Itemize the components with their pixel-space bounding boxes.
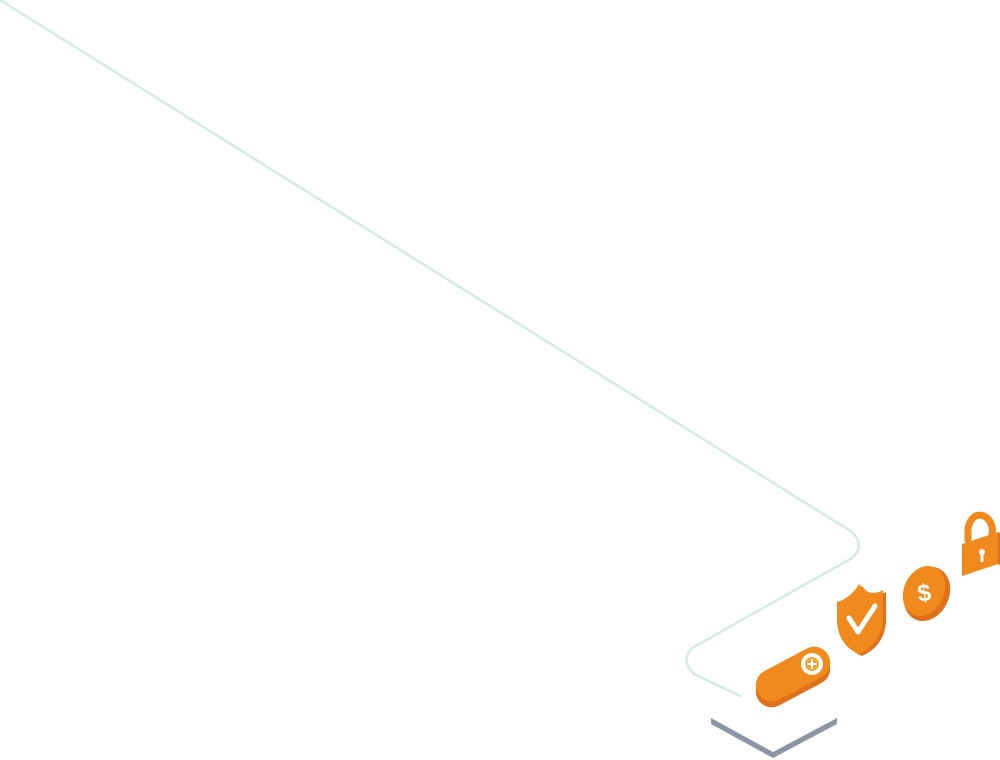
connector-path-line: [0, 0, 861, 698]
toggle-switch-icon: [755, 646, 831, 708]
dollar-coin-icon: $: [902, 565, 951, 622]
padlock-icon: [962, 511, 1000, 576]
shield-check-icon: [837, 584, 886, 656]
coin-symbol: $: [916, 579, 934, 608]
platform-base: [711, 718, 837, 758]
